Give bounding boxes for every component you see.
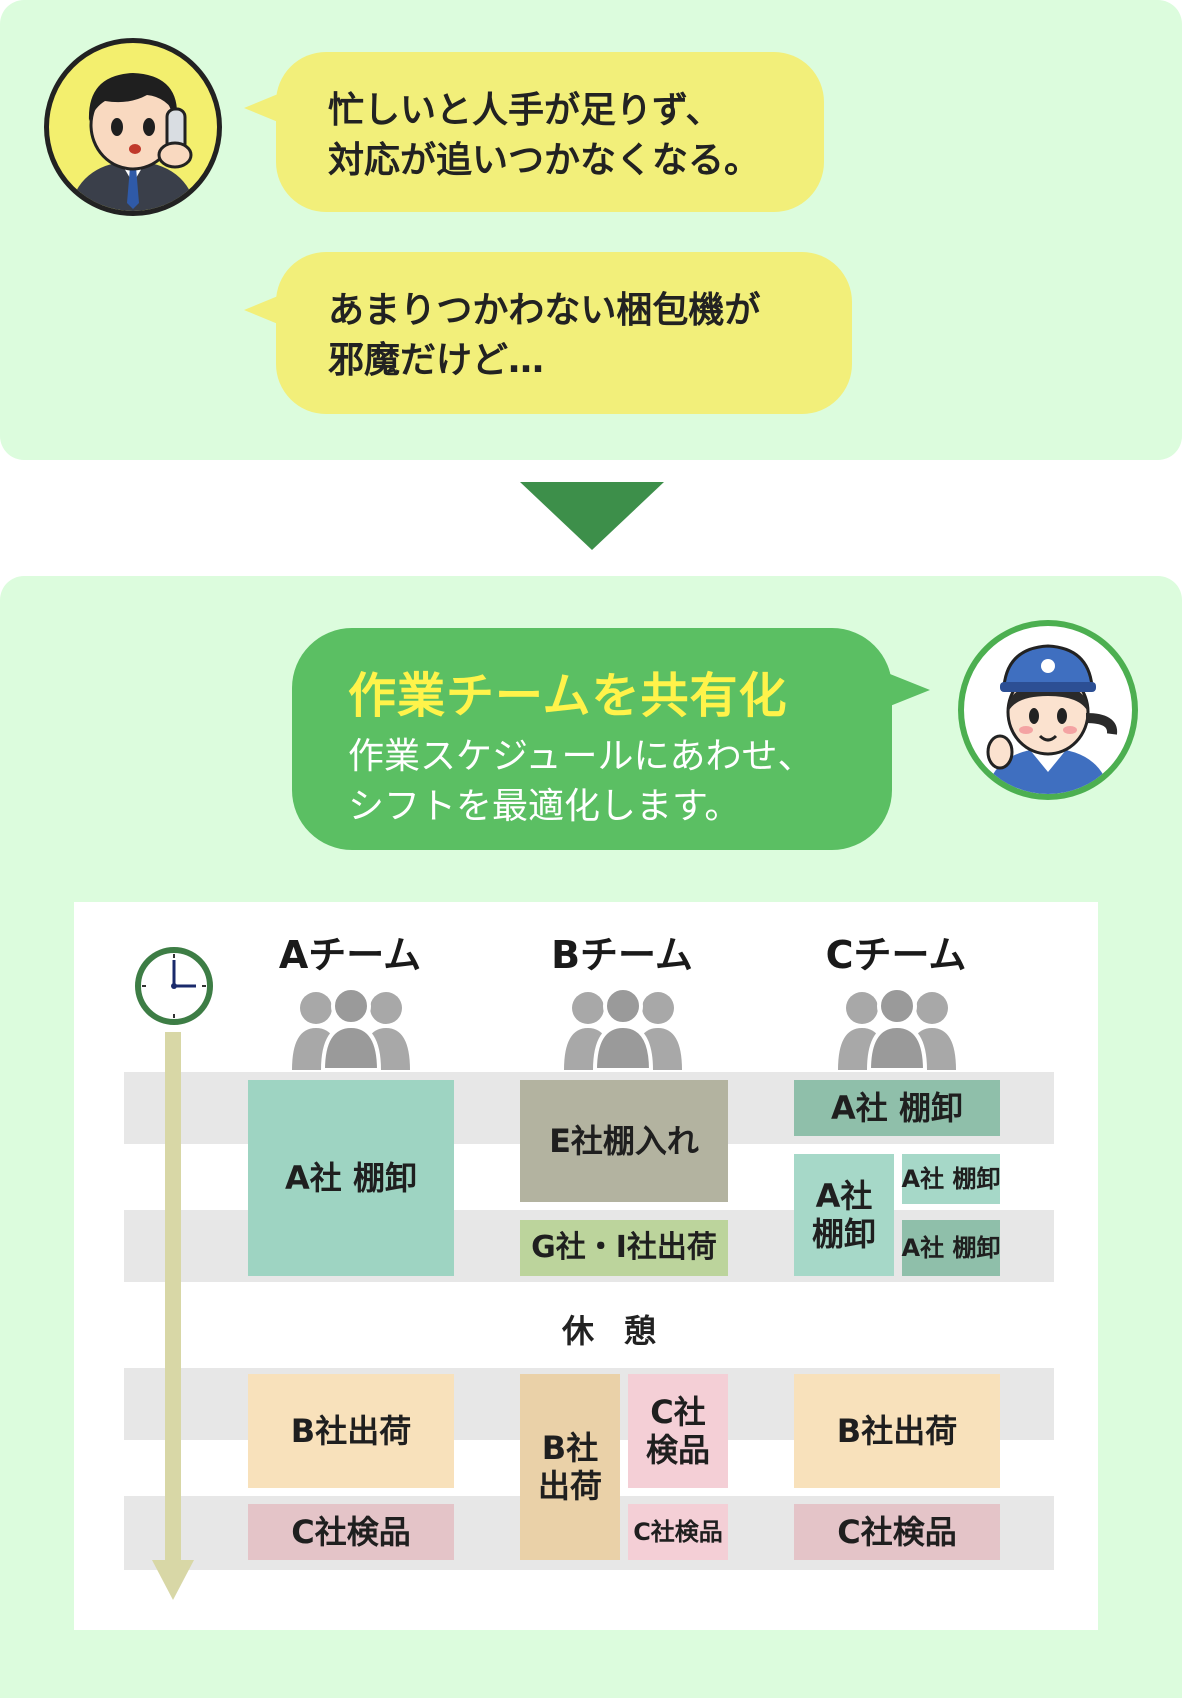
task-b-e-shelving: E社棚入れ	[520, 1080, 728, 1202]
task-c-inventory-small-2: A社 棚卸	[902, 1220, 1000, 1276]
solution-speech-bubble: 作業チームを共有化 作業スケジュールにあわせ、 シフトを最適化します。	[292, 628, 892, 850]
businessman-on-phone-icon	[69, 73, 197, 211]
speech-bubble-tail	[244, 296, 278, 324]
speech-bubble-workload: 忙しいと人手が足りず、 対応が追いつかなくなる。	[276, 52, 824, 212]
solution-line-1: 作業スケジュールにあわせ、	[348, 736, 814, 777]
solution-line-2: シフトを最適化します。	[348, 786, 741, 827]
team-b-people-icon	[562, 984, 684, 1072]
speech-bubble-tail	[890, 674, 930, 706]
task-a-b-shipping: B社出荷	[248, 1374, 454, 1488]
task-b-c-inspection-small: C社検品	[628, 1504, 728, 1560]
task-label-line-1: A社	[815, 1177, 873, 1215]
task-label-line-1: B社	[541, 1429, 599, 1467]
task-b-b-shipping: B社 出荷	[520, 1374, 620, 1560]
task-label: A社 棚卸	[901, 1234, 1001, 1262]
speech-line-2: 邪魔だけど…	[328, 340, 545, 381]
task-label: A社 棚卸	[831, 1089, 963, 1127]
task-label: B社出荷	[836, 1412, 958, 1450]
task-c-inventory-top: A社 棚卸	[794, 1080, 1000, 1136]
team-a-people-icon	[290, 984, 412, 1072]
task-label-line-1: C社	[650, 1393, 706, 1431]
speech-line-1: 忙しいと人手が足りず、	[328, 90, 722, 131]
task-label: C社検品	[291, 1513, 411, 1551]
task-label: E社棚入れ	[549, 1122, 699, 1160]
speech-line-1: あまりつかわない梱包機が	[328, 290, 761, 331]
worker-waving-icon	[986, 644, 1118, 794]
team-label-a: Aチーム	[278, 933, 422, 977]
task-label: B社出荷	[290, 1412, 412, 1450]
task-b-c-inspection: C社 検品	[628, 1374, 728, 1488]
businessman-avatar	[44, 38, 222, 216]
solution-title: 作業チームを共有化	[348, 668, 788, 724]
task-b-gi-shipping: G社・I社出荷	[520, 1220, 728, 1276]
speech-bubble-packing-machine: あまりつかわない梱包機が 邪魔だけど…	[276, 252, 852, 414]
clock-icon	[134, 946, 214, 1026]
task-c-inventory-small-1: A社 棚卸	[902, 1154, 1000, 1204]
break-label: 休憩	[561, 1312, 686, 1350]
task-label: A社 棚卸	[901, 1165, 1001, 1193]
task-label: C社検品	[837, 1513, 957, 1551]
task-label: A社 棚卸	[285, 1159, 417, 1197]
team-label-c: Cチーム	[825, 933, 967, 977]
task-c-inventory-big: A社 棚卸	[794, 1154, 894, 1276]
time-flow-arrow	[150, 1032, 196, 1602]
task-label-line-2: 検品	[645, 1431, 710, 1469]
task-a-c-inspection: C社検品	[248, 1504, 454, 1560]
task-label: C社検品	[633, 1518, 723, 1546]
task-label-line-2: 棚卸	[811, 1215, 876, 1253]
task-c-b-shipping: B社出荷	[794, 1374, 1000, 1488]
task-a-inventory: A社 棚卸	[248, 1080, 454, 1276]
task-c-c-inspection: C社検品	[794, 1504, 1000, 1560]
worker-avatar	[958, 620, 1138, 800]
task-label: G社・I社出荷	[531, 1230, 717, 1265]
team-label-b: Bチーム	[551, 933, 693, 977]
task-label-line-2: 出荷	[537, 1467, 602, 1505]
down-arrow-icon	[520, 482, 664, 550]
team-c-people-icon	[836, 984, 958, 1072]
speech-bubble-tail	[244, 94, 278, 122]
speech-line-2: 対応が追いつかなくなる。	[328, 140, 761, 181]
